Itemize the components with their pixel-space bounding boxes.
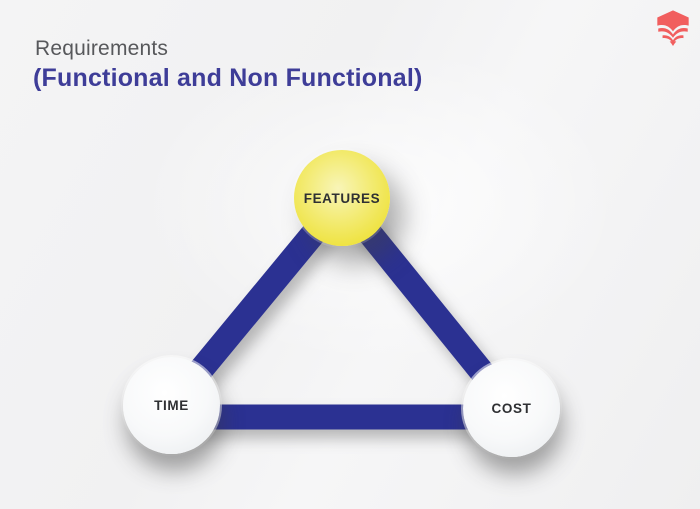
- node-time-label: TIME: [154, 398, 189, 413]
- educba-leaf-logo-icon: [654, 9, 692, 47]
- node-features: FEATURES: [294, 150, 390, 246]
- slide-header: Requirements (Functional and Non Functio…: [33, 36, 423, 93]
- node-cost-label: COST: [491, 401, 532, 416]
- node-cost: COST: [463, 360, 560, 457]
- page-subtitle: (Functional and Non Functional): [33, 64, 423, 92]
- node-features-label: FEATURES: [303, 190, 381, 206]
- page-title: Requirements: [35, 37, 169, 60]
- node-time: TIME: [123, 357, 220, 454]
